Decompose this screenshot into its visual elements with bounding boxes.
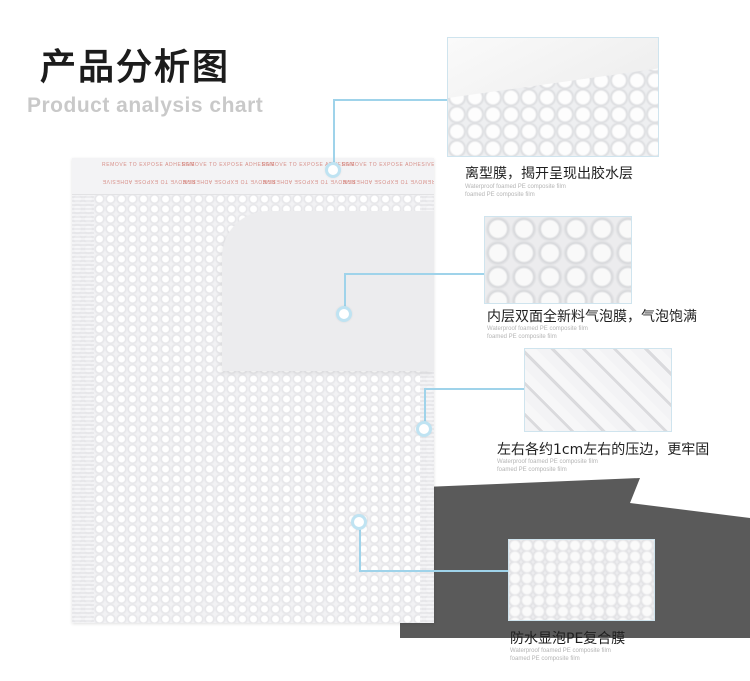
- release-film-photo: [447, 37, 659, 157]
- connector-line: [344, 273, 346, 313]
- callout-sublabel: Waterproof foamed PE composite film: [487, 326, 588, 332]
- strip-text: REMOVE TO EXPOSE ADHESIVE: [182, 162, 276, 168]
- pe-film-photo: [508, 539, 655, 621]
- callout-label: 防水显泡PE复合膜: [510, 631, 626, 647]
- callout-dot: [351, 514, 367, 530]
- peeled-film: [448, 38, 658, 98]
- callout-label: 离型膜，揭开呈现出胶水层: [465, 166, 633, 182]
- callout-dot: [336, 306, 352, 322]
- callout-label: 内层双面全新料气泡膜，气泡饱满: [487, 309, 697, 325]
- inner-flap: [222, 211, 434, 371]
- strip-text: REMOVE TO EXPOSE ADHESIVE: [342, 178, 434, 184]
- connector-line: [424, 388, 524, 390]
- connector-line: [333, 99, 447, 101]
- left-seal-edge: [72, 194, 94, 623]
- callout-sublabel: foamed PE composite film: [465, 192, 535, 198]
- callout-sublabel: foamed PE composite film: [510, 656, 580, 662]
- release-liner-strip: REMOVE TO EXPOSE ADHESIVE REMOVE TO EXPO…: [72, 158, 434, 195]
- connector-line: [333, 99, 335, 164]
- callout-sublabel: foamed PE composite film: [497, 467, 567, 473]
- callout-dot: [325, 162, 341, 178]
- callout-sublabel: Waterproof foamed PE composite film: [465, 184, 566, 190]
- callout-sublabel: Waterproof foamed PE composite film: [510, 648, 611, 654]
- connector-line: [344, 273, 484, 275]
- connector-line: [424, 388, 426, 428]
- page-subtitle: Product analysis chart: [27, 94, 264, 117]
- strip-text: REMOVE TO EXPOSE ADHESIVE: [102, 162, 196, 168]
- callout-sublabel: foamed PE composite film: [487, 334, 557, 340]
- page-title: 产品分析图: [40, 47, 231, 88]
- bubble-mailer-bag: REMOVE TO EXPOSE ADHESIVE REMOVE TO EXPO…: [72, 158, 434, 623]
- connector-line: [359, 523, 361, 571]
- strip-text: REMOVE TO EXPOSE ADHESIVE: [262, 162, 356, 168]
- callout-sublabel: Waterproof foamed PE composite film: [497, 459, 598, 465]
- strip-text: REMOVE TO EXPOSE ADHESIVE: [342, 162, 434, 168]
- bubble-film-photo: [484, 216, 632, 304]
- connector-line: [359, 570, 508, 572]
- callout-label: 左右各约1cm左右的压边，更牢固: [497, 442, 710, 458]
- callout-dot: [416, 421, 432, 437]
- edge-seal-photo: [524, 348, 672, 432]
